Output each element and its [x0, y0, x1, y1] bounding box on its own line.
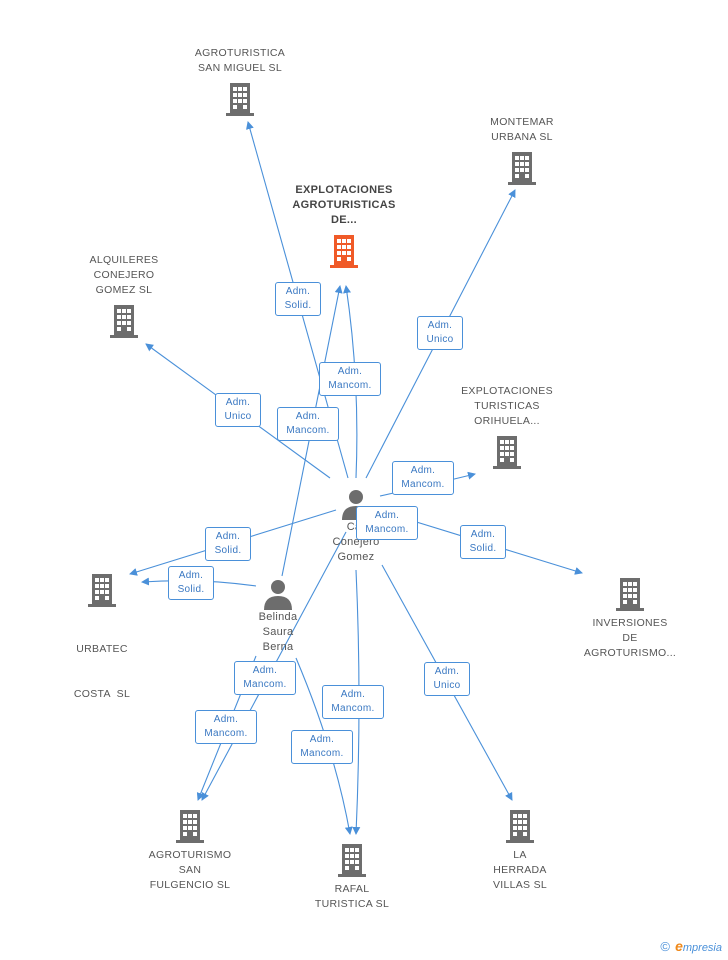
empresia-logo: © empresia: [660, 938, 722, 954]
building-icon: [226, 83, 254, 116]
company-explotaciones-turisticas[interactable]: EXPLOTACIONES TURISTICAS ORIHUELA...: [442, 384, 572, 470]
company-label: URBATEC COSTA SL: [73, 643, 131, 700]
edge-label[interactable]: Adm.Solid.: [168, 566, 214, 600]
company-label: LA HERRADA VILLAS SL: [492, 849, 548, 891]
building-icon: [506, 810, 534, 843]
person-icon: [264, 580, 292, 610]
building-icon: [330, 235, 358, 268]
company-urbatec-costa[interactable]: URBATEC COSTA SL: [54, 572, 150, 732]
edge-label[interactable]: Adm.Mancom.: [322, 685, 384, 719]
edge-label[interactable]: Adm.Unico: [215, 393, 261, 427]
edge-label[interactable]: Adm.Mancom.: [195, 710, 257, 744]
company-agroturistica-san-miguel[interactable]: AGROTURISTICA SAN MIGUEL SL: [170, 46, 310, 117]
edge-label[interactable]: Adm.Solid.: [460, 525, 506, 559]
company-label: RAFAL TURISTICA SL: [314, 883, 390, 910]
company-montemar-urbana[interactable]: MONTEMAR URBANA SL: [462, 115, 582, 186]
person-label: Belinda Saura Berna: [258, 611, 298, 653]
building-icon: [508, 152, 536, 185]
person-belinda[interactable]: Belinda Saura Berna: [240, 578, 316, 655]
building-icon: [110, 305, 138, 338]
edge-label[interactable]: Adm.Unico: [417, 316, 463, 350]
building-icon: [176, 810, 204, 843]
edge-label[interactable]: Adm.Mancom.: [319, 362, 381, 396]
company-label: ALQUILERES CONEJERO GOMEZ SL: [89, 254, 159, 296]
building-icon: [338, 844, 366, 877]
company-label: EXPLOTACIONES TURISTICAS ORIHUELA...: [461, 385, 553, 427]
copyright-symbol: ©: [660, 939, 671, 954]
company-label: EXPLOTACIONES AGROTURISTICAS DE...: [292, 184, 396, 226]
company-label: INVERSIONES DE AGROTURISMO...: [583, 617, 677, 659]
company-rafal-turistica[interactable]: RAFAL TURISTICA SL: [302, 842, 402, 912]
edge-label[interactable]: Adm.Mancom.: [356, 506, 418, 540]
company-inversiones-agroturismo[interactable]: INVERSIONES DE AGROTURISMO...: [572, 576, 688, 661]
edge-label[interactable]: Adm.Mancom.: [277, 407, 339, 441]
company-agroturismo-san-fulgencio[interactable]: AGROTURISMO SAN FULGENCIO SL: [130, 808, 250, 893]
building-icon: [88, 574, 116, 607]
company-alquileres-conejero[interactable]: ALQUILERES CONEJERO GOMEZ SL: [64, 253, 184, 339]
building-icon: [616, 578, 644, 611]
edge-label[interactable]: Adm.Mancom.: [291, 730, 353, 764]
company-explotaciones-agroturisticas[interactable]: EXPLOTACIONES AGROTURISTICAS DE...: [274, 183, 414, 269]
edge-label[interactable]: Adm.Solid.: [205, 527, 251, 561]
company-label: AGROTURISMO SAN FULGENCIO SL: [148, 849, 232, 891]
brand-name: mpresia: [682, 942, 722, 954]
edge-label[interactable]: Adm.Mancom.: [234, 661, 296, 695]
edge-label[interactable]: Adm.Solid.: [275, 282, 321, 316]
edge-label[interactable]: Adm.Unico: [424, 662, 470, 696]
building-icon: [493, 436, 521, 469]
company-label: MONTEMAR URBANA SL: [490, 116, 554, 143]
brand-initial: e: [675, 938, 683, 954]
edge-label[interactable]: Adm.Mancom.: [392, 461, 454, 495]
company-label: AGROTURISTICA SAN MIGUEL SL: [194, 47, 286, 74]
company-la-herrada-villas[interactable]: LA HERRADA VILLAS SL: [474, 808, 566, 893]
